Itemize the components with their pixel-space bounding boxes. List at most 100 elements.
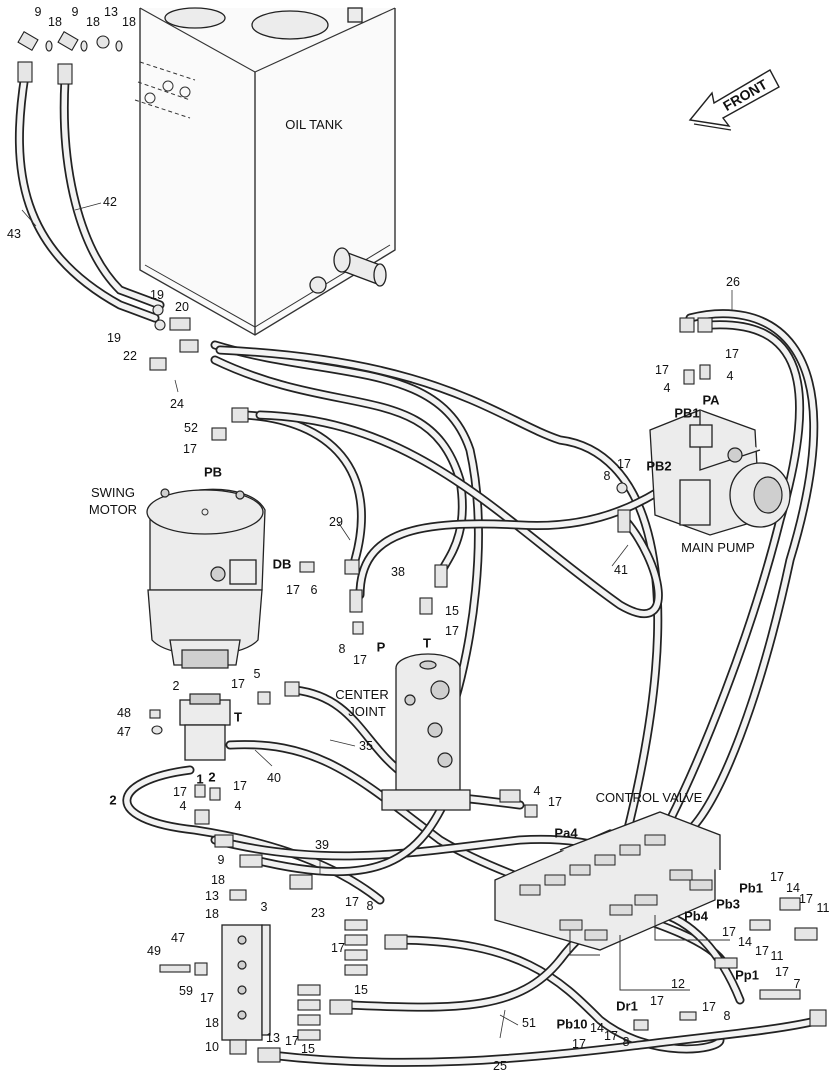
callout: 17 <box>233 778 247 793</box>
hoses <box>14 70 825 1067</box>
fittings <box>17 31 827 1063</box>
callout: 2 <box>172 678 180 693</box>
port-label: P <box>376 639 386 655</box>
callout: 4 <box>663 380 671 395</box>
callout: 15 <box>354 982 368 997</box>
port-label: Pb1 <box>739 880 763 896</box>
callout: 4 <box>726 368 734 383</box>
callout: 8 <box>723 1008 731 1023</box>
callout: 11 <box>816 900 830 915</box>
callout: 17 <box>650 993 664 1008</box>
callout: 18 <box>86 14 100 29</box>
control-valve <box>494 811 730 991</box>
callout: 4 <box>179 798 187 813</box>
callout: 18 <box>205 1015 219 1030</box>
center-joint-label-line2: JOINT <box>348 703 386 719</box>
callout: 8 <box>366 898 374 913</box>
callout: 7 <box>793 976 801 991</box>
callout: 14 <box>786 880 800 895</box>
callout: 17 <box>799 891 813 906</box>
callout: 9 <box>71 4 79 19</box>
callout: 13 <box>104 4 118 19</box>
callout: 52 <box>184 420 198 435</box>
callout: 9 <box>217 852 225 867</box>
callout: 15 <box>445 603 459 618</box>
callout: 48 <box>117 705 131 720</box>
callout: 17 <box>572 1036 586 1051</box>
callout: 38 <box>391 564 405 579</box>
port-label: 2 <box>109 792 117 808</box>
callout: 17 <box>331 940 345 955</box>
center-joint-label-line1: CENTER <box>335 686 389 702</box>
callout: 17 <box>286 582 300 597</box>
callout: 29 <box>329 514 343 529</box>
callout: 8 <box>338 641 346 656</box>
leader-lines <box>21 202 733 1039</box>
port-label: Pb3 <box>716 896 740 912</box>
callout: 35 <box>359 738 373 753</box>
callout: 17 <box>445 623 459 638</box>
callout: 17 <box>725 346 739 361</box>
callout: 14 <box>738 934 752 949</box>
callout: 49 <box>147 943 161 958</box>
callout: 47 <box>171 930 185 945</box>
port-label: Pb10 <box>556 1016 588 1032</box>
oil-tank-label: OIL TANK <box>285 116 343 132</box>
callout: 5 <box>253 666 261 681</box>
callout: 17 <box>604 1028 618 1043</box>
control-valve-label: CONTROL VALVE <box>595 789 703 805</box>
front-arrow <box>688 69 780 131</box>
main-pump <box>649 409 791 536</box>
callout: 15 <box>301 1041 315 1056</box>
callout: 17 <box>200 990 214 1005</box>
callout: 17 <box>655 362 669 377</box>
port-label: PB1 <box>674 405 700 421</box>
swing-motor-label-line2: MOTOR <box>88 501 138 517</box>
callout: 17 <box>345 894 359 909</box>
callout: 51 <box>522 1015 536 1030</box>
callout: 59 <box>179 983 193 998</box>
main-pump-label: MAIN PUMP <box>681 539 755 555</box>
port-label: Dr1 <box>616 998 638 1014</box>
port-label: 2 <box>208 769 216 785</box>
solenoid-valve <box>179 693 231 761</box>
callout: 41 <box>614 562 628 577</box>
callout: 14 <box>590 1020 604 1035</box>
callout: 17 <box>285 1033 299 1048</box>
port-label: T <box>234 709 242 725</box>
callout: 17 <box>617 456 631 471</box>
callout: 8 <box>622 1034 630 1049</box>
callout: 19 <box>107 330 121 345</box>
callout: 20 <box>175 299 189 314</box>
callout: 17 <box>231 676 245 691</box>
callout: 11 <box>770 948 784 963</box>
callout: 3 <box>260 899 268 914</box>
callout: 18 <box>48 14 62 29</box>
port-label: Pb4 <box>684 908 708 924</box>
callout: 23 <box>311 905 325 920</box>
port-label: Pa4 <box>554 825 578 841</box>
callout: 4 <box>234 798 242 813</box>
callout: 17 <box>702 999 716 1014</box>
port-label: Pp1 <box>735 967 759 983</box>
callout: 22 <box>123 348 137 363</box>
manifold-block <box>221 924 271 1041</box>
callout: 43 <box>7 226 21 241</box>
oil-tank <box>134 7 396 336</box>
callout: 13 <box>205 888 219 903</box>
callout: 10 <box>205 1039 219 1054</box>
callout: 18 <box>205 906 219 921</box>
callout: 39 <box>315 837 329 852</box>
callout: 17 <box>353 652 367 667</box>
port-label: T <box>423 635 431 651</box>
callout: 47 <box>117 724 131 739</box>
callout: 12 <box>671 976 685 991</box>
port-label: DB <box>272 556 292 572</box>
callout: 17 <box>173 784 187 799</box>
callout: 26 <box>726 274 740 289</box>
center-joint <box>381 653 471 811</box>
callout: 9 <box>34 4 42 19</box>
callout: 42 <box>103 194 117 209</box>
